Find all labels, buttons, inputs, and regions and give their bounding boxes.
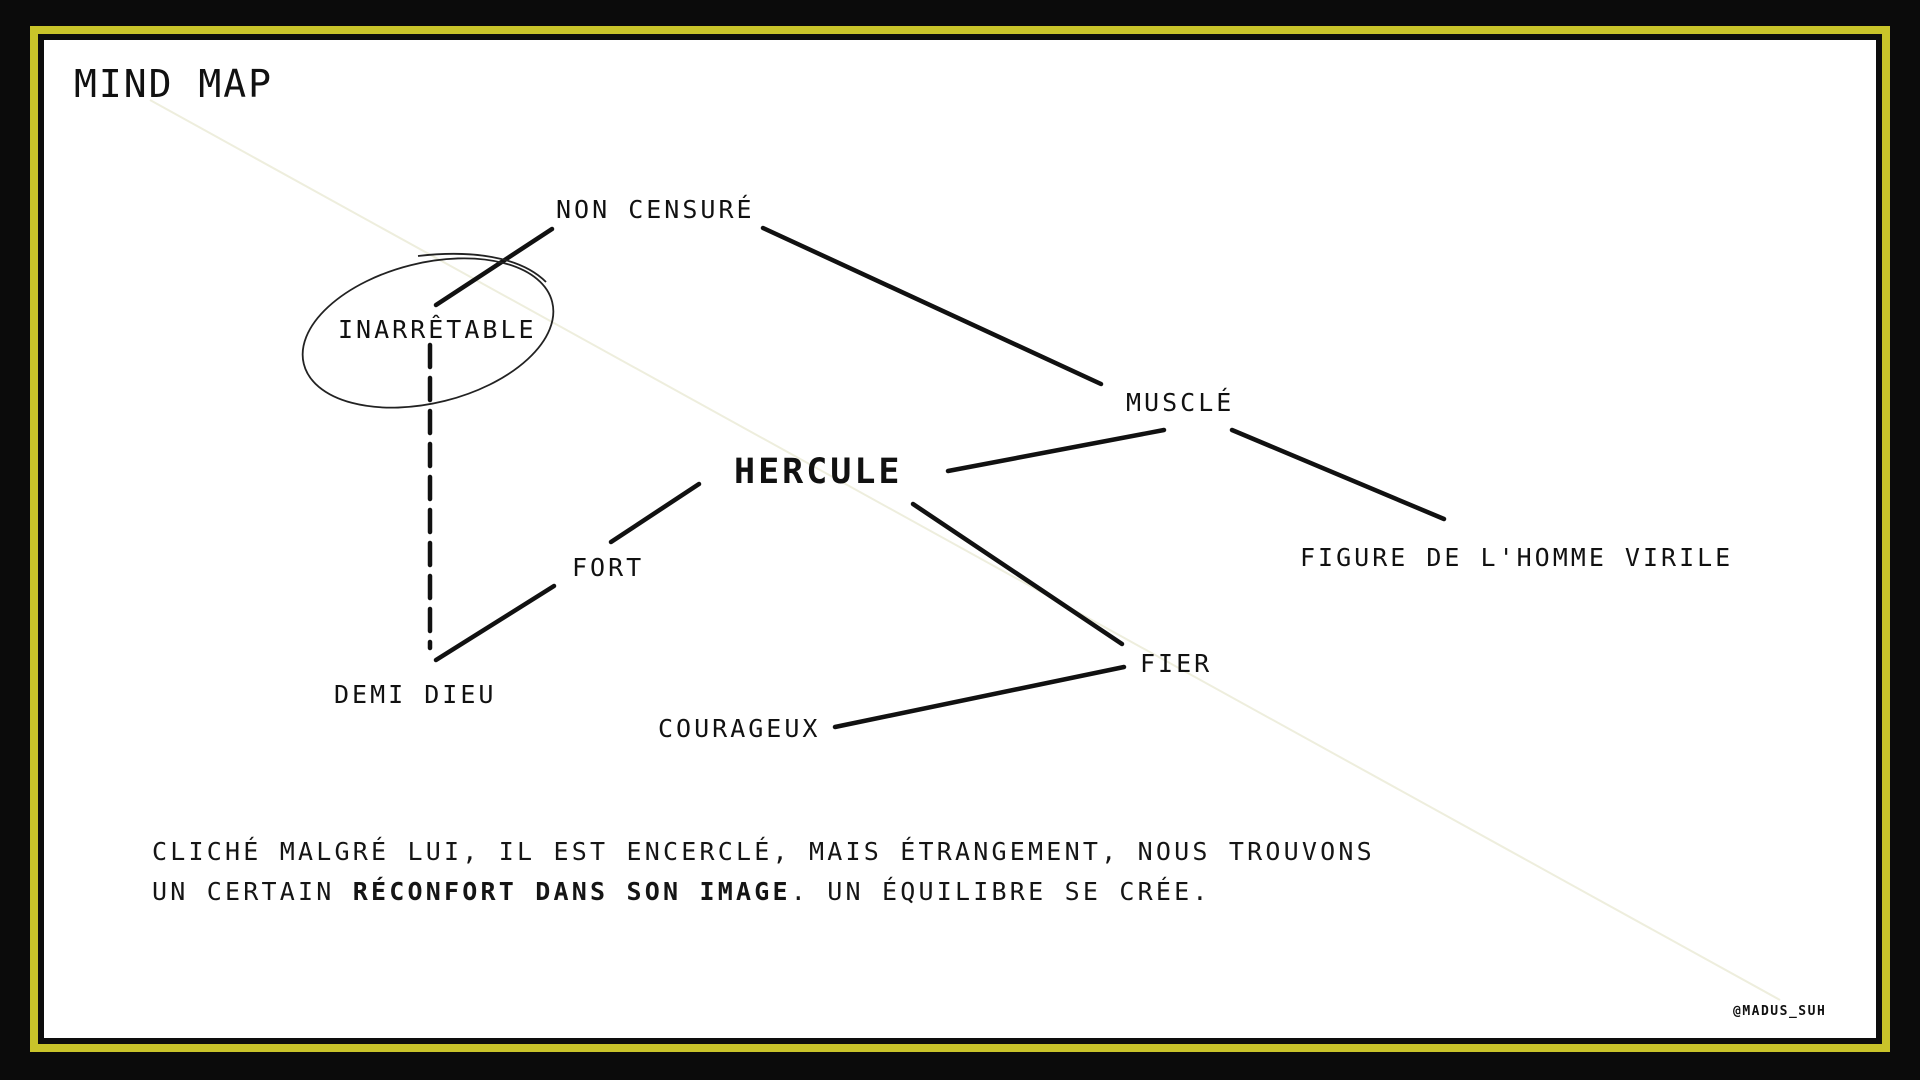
edge-nonc-inarretable — [433, 226, 555, 308]
page-title: MIND MAP — [74, 62, 274, 106]
node-non-censure: NON CENSURÉ — [556, 195, 755, 224]
edge-fort-demidieu — [433, 583, 557, 663]
caption: CLICHÉ MALGRÉ LUI, IL EST ENCERCLÉ, MAIS… — [152, 832, 1452, 912]
circle-overstroke — [417, 252, 547, 283]
edge-hercule-fier — [910, 501, 1125, 647]
caption-line-1: CLICHÉ MALGRÉ LUI, IL EST ENCERCLÉ, MAIS… — [152, 837, 1375, 866]
edge-hercule-muscle — [945, 427, 1167, 474]
edge-muscle-figure — [1229, 427, 1447, 522]
edge-fier-courageux — [832, 664, 1127, 730]
node-demi-dieu: DEMI DIEU — [334, 680, 496, 709]
caption-line-2: UN CERTAIN RÉCONFORT DANS SON IMAGE. UN … — [152, 872, 1452, 912]
node-courageux: COURAGEUX — [658, 714, 820, 743]
node-fort: FORT — [572, 553, 644, 582]
node-fier: FIER — [1140, 649, 1212, 678]
paper — [44, 40, 1876, 1038]
credit-handle: @MADUS_SUH — [1733, 1004, 1827, 1019]
caption-line-2-start: UN CERTAIN — [152, 877, 353, 906]
edge-nonc-muscle — [760, 225, 1104, 387]
node-hercule: HERCULE — [734, 452, 903, 492]
node-inarretable: INARRÊTABLE — [338, 315, 537, 344]
node-figure: FIGURE DE L'HOMME VIRILE — [1300, 543, 1733, 572]
node-muscle: MUSCLÉ — [1126, 388, 1234, 417]
faint-diagonal — [149, 99, 1781, 1001]
caption-line-2-end: . UN ÉQUILIBRE SE CRÉE. — [790, 877, 1211, 906]
edge-hercule-fort — [608, 481, 702, 545]
circle-inarretable — [301, 257, 555, 409]
caption-emphasis: RÉCONFORT DANS SON IMAGE — [352, 877, 791, 906]
